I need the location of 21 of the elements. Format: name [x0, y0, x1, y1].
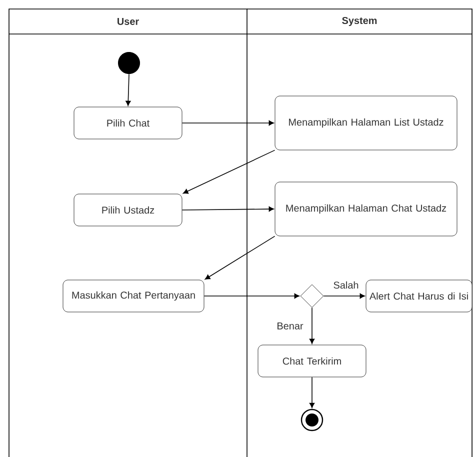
action-box: Pilih Chat — [74, 106, 182, 140]
edge-label: Benar — [278, 322, 304, 330]
arrow — [182, 120, 274, 126]
action-box: Alert Chat Harus di Isi — [366, 280, 472, 312]
action-box: Masukkan Chat Pertanyaan — [62, 280, 204, 312]
start-node — [118, 52, 140, 74]
action-box: Pilih Ustadz — [74, 194, 182, 226]
edge-label: Salah — [334, 281, 358, 289]
arrow — [323, 293, 365, 299]
arrow — [309, 376, 315, 408]
arrow — [126, 74, 131, 106]
decision-diamond — [300, 284, 324, 308]
arrow — [182, 150, 276, 194]
arrow — [309, 307, 315, 344]
action-box: Menampilkan Halaman Chat Ustadz — [274, 182, 458, 236]
arrow — [204, 293, 300, 299]
arrow — [182, 206, 274, 212]
end-node — [300, 408, 324, 432]
action-box: Chat Terkirim — [258, 344, 366, 378]
arrow — [204, 236, 276, 280]
action-box: Menampilkan Halaman List Ustadz — [274, 96, 458, 150]
